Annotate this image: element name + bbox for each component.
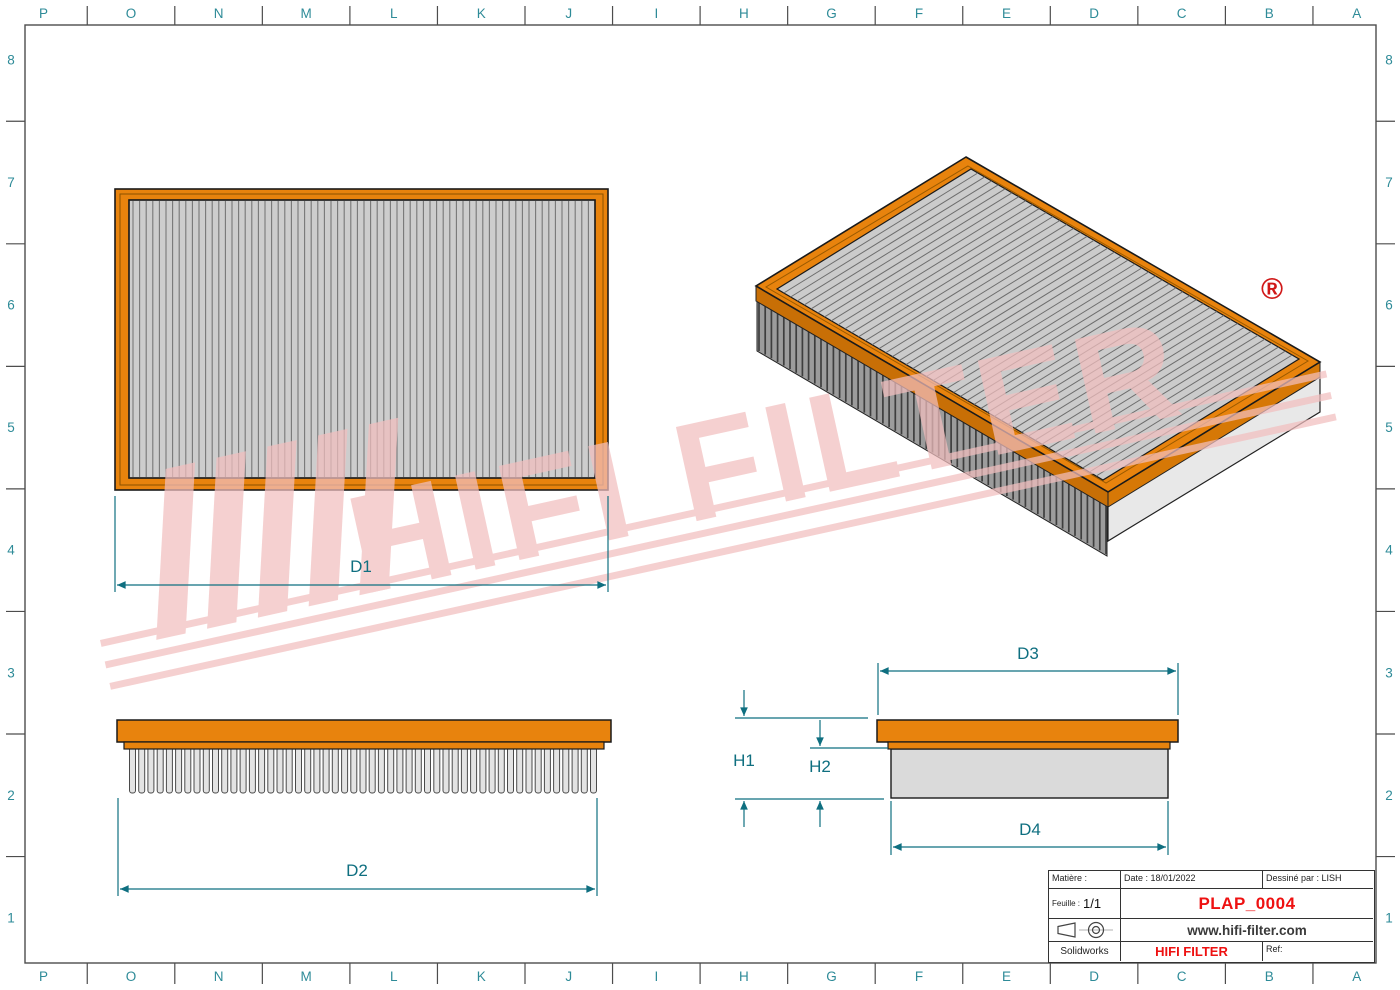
front-media (128, 199, 596, 479)
dimension-h2: H2 (809, 720, 888, 827)
grid-label-col-F-top: F (915, 6, 923, 21)
grid-label-row-8-left: 8 (7, 53, 15, 68)
grid-label-row-8-right: 8 (1385, 53, 1393, 68)
grid-label-col-I-bottom: I (654, 969, 658, 984)
grid-label-col-M-bottom: M (301, 969, 312, 984)
sheet-label: Feuille : (1052, 899, 1081, 908)
grid-label-col-G-top: G (826, 6, 837, 21)
watermark-logo-bar (359, 417, 399, 596)
grid-label-row-7-left: 7 (7, 175, 15, 190)
watermark-stripe (99, 370, 1328, 647)
grid-label-row-6-right: 6 (1385, 298, 1393, 313)
iso-pleats (783, 172, 1293, 477)
profile-frame-step (887, 741, 1171, 750)
grid-label-row-5-right: 5 (1385, 420, 1393, 435)
front-media-outline (128, 199, 596, 479)
watermark-logo-bar (308, 428, 348, 607)
watermark-stripe (109, 413, 1337, 690)
titleblock-sheet-cell: Feuille : 1/1 (1049, 889, 1121, 919)
grid-label-col-O-bottom: O (126, 969, 137, 984)
grid-label-row-6-left: 6 (7, 298, 15, 313)
grid-label-col-F-bottom: F (915, 969, 923, 984)
grid-label-col-B-top: B (1265, 6, 1274, 21)
grid-label-row-1-left: 1 (7, 910, 15, 925)
grid-label-col-L-top: L (390, 6, 398, 21)
dimension-d1: D1 (114, 496, 609, 592)
grid-label-row-5-left: 5 (7, 420, 15, 435)
grid-label-col-J-bottom: J (565, 969, 572, 984)
dimension-d2: D2 (117, 798, 598, 896)
grid-label-col-E-top: E (1002, 6, 1011, 21)
dimension-d4-label: D4 (1019, 820, 1041, 839)
side-frame-step (123, 741, 605, 750)
grid-label-col-J-top: J (565, 6, 572, 21)
dimension-d3: D3 (877, 644, 1179, 715)
dimension-d3-label: D3 (1017, 644, 1039, 663)
dimension-d2-label: D2 (346, 861, 368, 880)
front-view (114, 188, 609, 491)
first-angle-projection-icon (1056, 921, 1113, 939)
grid-label-col-H-top: H (739, 6, 749, 21)
grid-label-col-L-bottom: L (390, 969, 398, 984)
grid-label-row-2-right: 2 (1385, 788, 1393, 803)
grid-label-col-O-top: O (126, 6, 137, 21)
registered-trademark-icon: ® (1261, 273, 1283, 306)
titleblock-author-cell: Dessiné par : LISH (1263, 871, 1373, 889)
grid-label-col-D-bottom: D (1089, 969, 1099, 984)
dimension-h1: H1 (733, 690, 884, 827)
profile-frame-bar (876, 719, 1179, 743)
side-pleats (129, 746, 597, 794)
grid-label-col-C-top: C (1177, 6, 1187, 21)
dimension-h1-label: H1 (733, 751, 755, 770)
grid-label-col-K-top: K (477, 6, 486, 21)
profile-media-block (890, 748, 1169, 799)
sheet-number: 1/1 (1083, 896, 1102, 911)
iso-frame-lip (765, 165, 1309, 484)
grid-label-row-1-right: 1 (1385, 910, 1393, 925)
grid-label-col-I-top: I (654, 6, 658, 21)
profile-view (876, 719, 1179, 799)
grid-label-col-C-bottom: C (1177, 969, 1187, 984)
watermark-logo-bar (257, 440, 297, 618)
brand-label: HIFI FILTER (1121, 942, 1263, 961)
grid-label-row-7-right: 7 (1385, 175, 1393, 190)
grid-label-col-K-bottom: K (477, 969, 486, 984)
grid-label-col-P-top: P (39, 6, 48, 21)
grid-label-row-3-right: 3 (1385, 665, 1393, 680)
grid-label-col-A-top: A (1352, 6, 1361, 21)
grid-label-col-N-top: N (214, 6, 224, 21)
grid-label-col-A-bottom: A (1352, 969, 1361, 984)
side-view (116, 719, 612, 794)
grid-label-row-3-left: 3 (7, 665, 15, 680)
grid-label-col-D-top: D (1089, 6, 1099, 21)
dimension-d4: D4 (890, 801, 1169, 855)
grid-label-col-G-bottom: G (826, 969, 837, 984)
watermark-stripe (104, 391, 1332, 669)
grid-label-row-4-right: 4 (1385, 543, 1393, 558)
grid-label-col-H-bottom: H (739, 969, 749, 984)
ref-cell: Ref: (1266, 944, 1283, 954)
front-frame-lip (119, 193, 604, 486)
title-block: Matière : Date : 18/01/2022 Dessiné par … (1048, 870, 1375, 963)
grid-label-col-B-bottom: B (1265, 969, 1274, 984)
iso-edge-pleats (758, 302, 1107, 554)
website-text: www.hifi-filter.com (1121, 919, 1373, 942)
grid-label-row-2-left: 2 (7, 788, 15, 803)
watermark-logo-bar (156, 462, 196, 640)
part-number: PLAP_0004 (1121, 889, 1373, 919)
side-frame-bar (116, 719, 612, 743)
grid-reference-layer: P P O O N N M M L L K K J J I I H H G G F F E E D D C C B B A A 8 8 7 7 6 6 5 5… (6, 6, 1395, 984)
dimensions: D1 D2 D3 D4 H1 (114, 496, 1179, 896)
software-label: Solidworks (1049, 942, 1121, 961)
grid-label-col-P-bottom: P (39, 969, 48, 984)
grid-label-row-4-left: 4 (7, 543, 15, 558)
titleblock-projection-cell (1049, 919, 1121, 942)
titleblock-date-cell: Date : 18/01/2022 (1121, 871, 1263, 889)
dimension-h2-label: H2 (809, 757, 831, 776)
grid-label-col-E-bottom: E (1002, 969, 1011, 984)
titleblock-material-cell: Matière : (1049, 871, 1121, 889)
grid-label-col-M-top: M (301, 6, 312, 21)
dimension-d1-label: D1 (350, 557, 372, 576)
grid-label-col-N-bottom: N (214, 969, 224, 984)
